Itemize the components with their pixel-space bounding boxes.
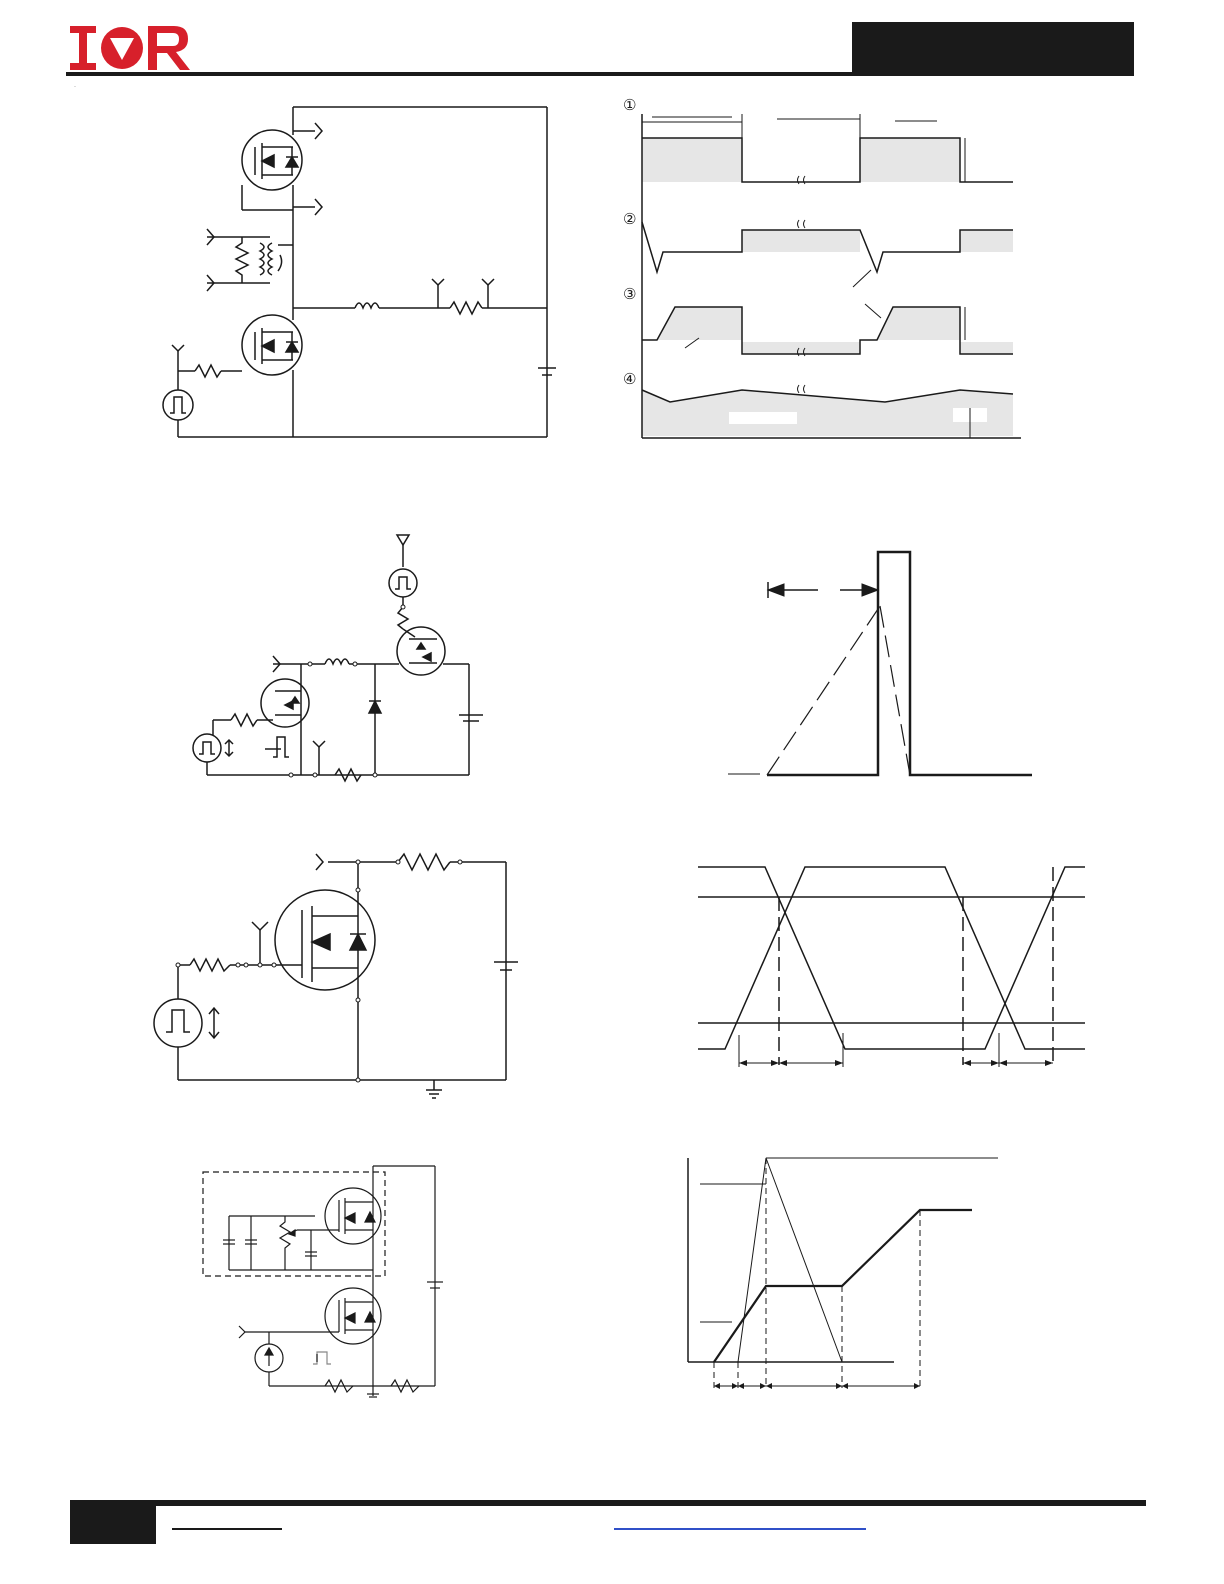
shade-3c (742, 342, 860, 354)
shade-2a (742, 230, 860, 252)
ir-logo (66, 20, 196, 76)
avalanche-test-circuit (192, 534, 483, 783)
header-part-number-block (852, 22, 1134, 74)
footer-web-link-underline[interactable] (614, 1528, 866, 1530)
ir-logo-mark (70, 26, 190, 70)
shade-4 (642, 390, 1013, 436)
shade-1a (642, 138, 742, 182)
diode-recovery-test-circuit (162, 106, 556, 438)
header-mark: · (74, 84, 76, 90)
footer-underline (172, 1528, 282, 1530)
footer-page-number-block (70, 1500, 156, 1544)
label-box-4a (729, 412, 797, 424)
header-rule (66, 72, 1134, 76)
gate-charge-waveform (687, 1157, 998, 1389)
shade-2b (960, 230, 1013, 252)
switching-time-waveforms (698, 866, 1085, 1067)
waveform-marker-4: ④ (623, 370, 636, 388)
shade-3d (960, 342, 1013, 354)
waveform-marker-1: ① (623, 96, 636, 114)
waveform-marker-2: ② (623, 210, 636, 228)
shade-3b (877, 307, 960, 340)
avalanche-waveform (728, 550, 1032, 777)
footer-rule (70, 1500, 1146, 1506)
gate-charge-test-circuit (202, 1165, 443, 1398)
switching-time-test-circuit (153, 852, 518, 1099)
shade-3a (657, 307, 742, 340)
shade-1b (860, 138, 960, 182)
waveform-marker-3: ③ (623, 285, 636, 303)
diode-recovery-waveforms: ① ② ③ ④ (623, 96, 1021, 439)
